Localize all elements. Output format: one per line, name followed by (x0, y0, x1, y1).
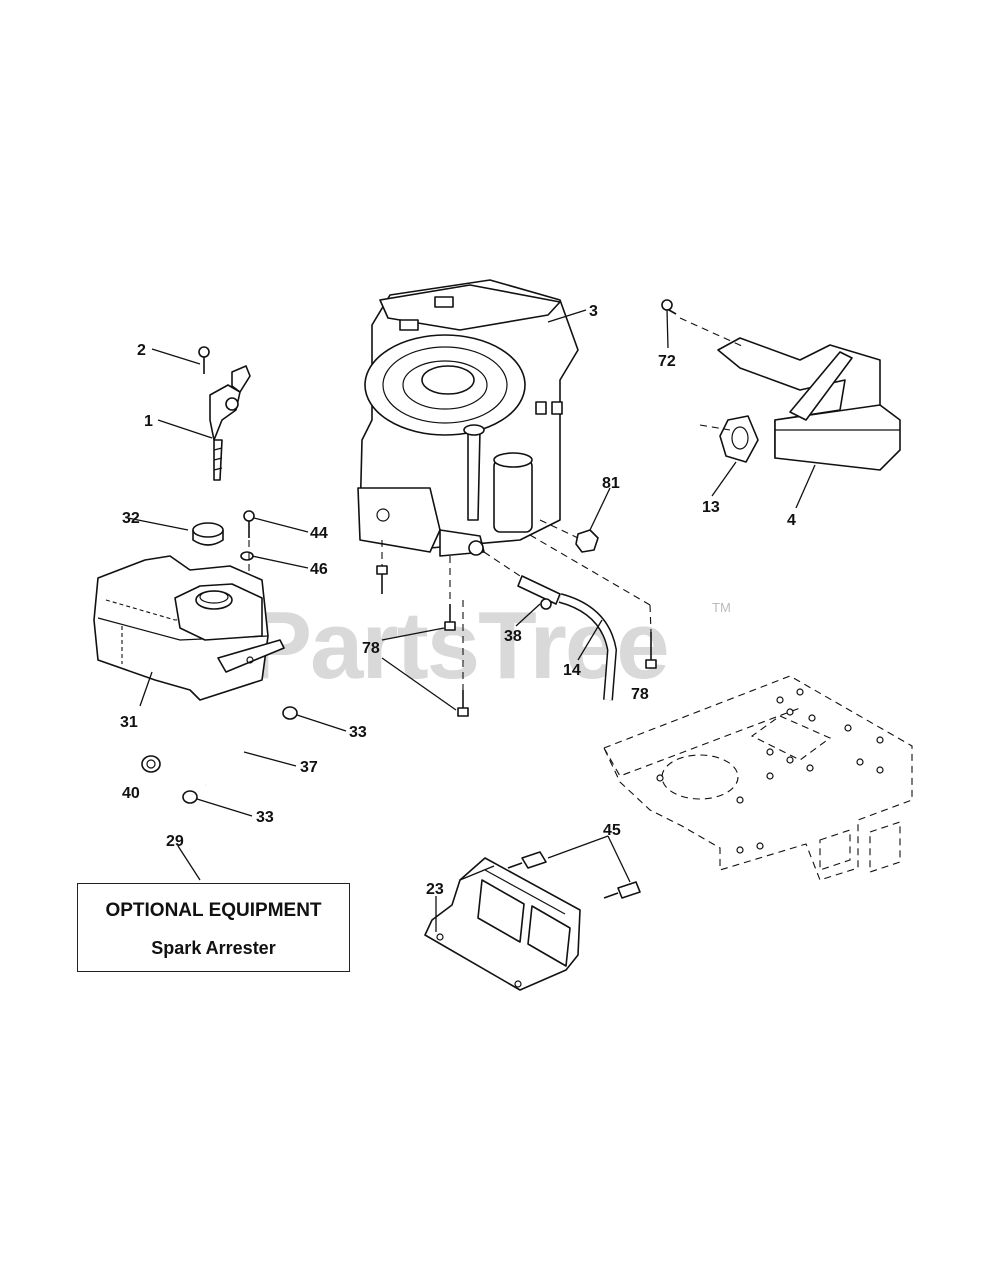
callout-44: 44 (310, 525, 328, 542)
screw-part-44 (243, 510, 255, 538)
engine-bolt-part-d (645, 632, 657, 669)
spark-arrester-label: Spark Arrester (151, 938, 276, 958)
fuel-hose-part (558, 593, 618, 701)
fuel-tank-part (93, 555, 285, 701)
screw-part-2 (198, 346, 210, 374)
callout-72: 72 (658, 353, 676, 370)
optional-equipment-title: OPTIONAL EQUIPMENT (105, 900, 322, 921)
gas-cap-part (192, 522, 224, 546)
exhaust-gasket-part (719, 415, 759, 463)
callout-4: 4 (787, 512, 796, 529)
shield-bolt-part-lower (603, 881, 641, 899)
throttle-control-part (209, 365, 251, 481)
callout-3: 3 (589, 303, 598, 320)
callout-29: 29 (166, 833, 184, 850)
callout-78-left: 78 (362, 640, 380, 657)
callout-33-lower: 33 (256, 809, 274, 826)
callout-31: 31 (120, 714, 138, 731)
clamp-part-lower (182, 790, 198, 804)
callout-33-upper: 33 (349, 724, 367, 741)
callout-78-right: 78 (631, 686, 649, 703)
engine-bolt-part-b (444, 604, 456, 631)
watermark-tm: TM (712, 600, 731, 615)
fuel-line-part (205, 704, 287, 787)
watermark-text: PartsTree (248, 592, 668, 699)
callout-40: 40 (122, 785, 140, 802)
leader-lines (127, 309, 816, 932)
callout-2: 2 (137, 342, 146, 359)
engine-nut-part (575, 529, 599, 553)
washer-part-46 (240, 551, 254, 561)
engine-bolt-part-c (457, 690, 469, 717)
muffler-bolt-part (661, 299, 677, 315)
callout-1: 1 (144, 413, 153, 430)
callout-46: 46 (310, 561, 328, 578)
optional-equipment-box: OPTIONAL EQUIPMENT Spark Arrester (77, 883, 350, 972)
fuel-filter-part (517, 575, 561, 610)
engine-bolt-part-a (376, 565, 388, 594)
callout-37: 37 (300, 759, 318, 776)
muffler-part (717, 337, 901, 471)
callout-numbers: 2 1 3 72 4 13 81 32 44 46 31 33 37 40 33… (120, 303, 796, 898)
callout-13: 13 (702, 499, 720, 516)
shield-bolt-part-upper (507, 851, 547, 869)
callout-23: 23 (426, 881, 444, 898)
clamp-part-upper (282, 706, 298, 720)
callout-45: 45 (603, 822, 621, 839)
callout-81: 81 (602, 475, 620, 492)
callout-14: 14 (563, 662, 581, 679)
engine-part (357, 279, 579, 557)
bushing-part (141, 755, 161, 773)
callout-32: 32 (122, 510, 140, 527)
engine-shield-part (424, 857, 581, 991)
chassis-frame-outline (603, 675, 913, 881)
callout-38: 38 (504, 628, 522, 645)
